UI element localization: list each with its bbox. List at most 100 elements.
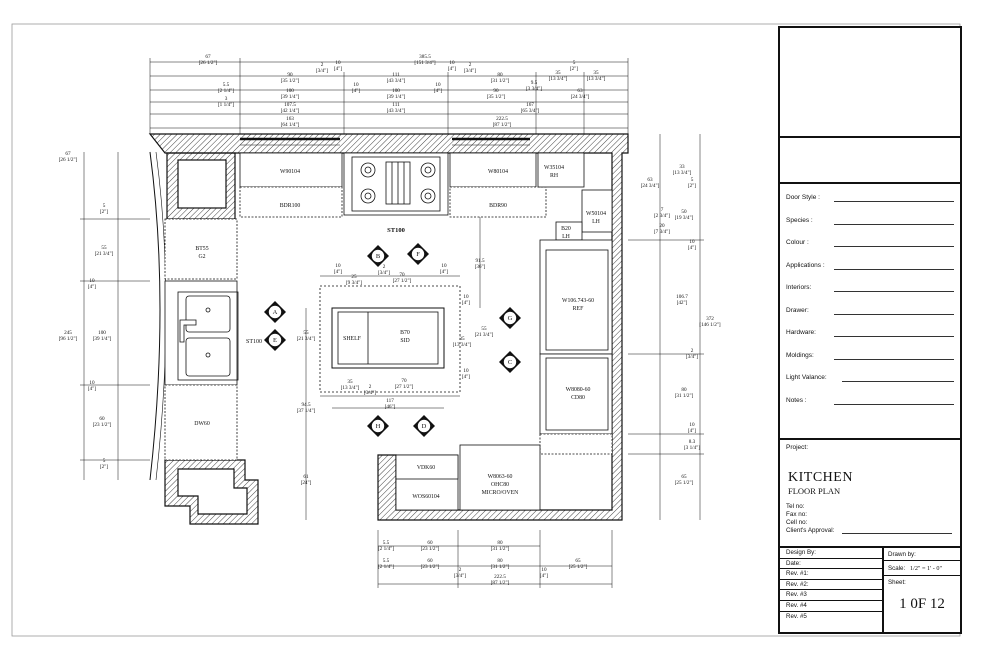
dim: [21 3/4"] [95, 251, 114, 257]
view-marker-label: D [422, 423, 427, 430]
field-species: Species : [784, 209, 956, 232]
scale-value: 1/2" = 1' - 0" [910, 565, 942, 572]
dim: 25 [351, 274, 357, 280]
dim: [2"] [100, 464, 108, 470]
dim: 10 [689, 239, 695, 245]
field-label: Colour : [786, 239, 809, 246]
dim: 3 [225, 96, 228, 102]
view-marker-h: H [367, 415, 389, 437]
dim: [23 1/2"] [421, 564, 440, 570]
dim: [27 1/2"] [395, 384, 414, 390]
dim: 10 [463, 368, 469, 374]
field-hardware: Hardware: [784, 321, 956, 344]
dim: [3/4"] [316, 68, 328, 74]
title-block: Door Style : Species : Colour : Applicat… [778, 26, 962, 634]
field-label: Interiors: [786, 284, 812, 291]
drawing-title: KITCHEN [788, 470, 853, 485]
dim: 10 [441, 263, 447, 269]
dim: [151 3/4"] [414, 60, 436, 66]
project-label: Project: [786, 444, 809, 451]
spec-fields: Door Style : Species : Colour : Applicat… [784, 186, 956, 411]
sheet-column: Drawn by: Scale: 1/2" = 1' - 0" Sheet: 1… [884, 548, 960, 634]
dim: [87 1/2"] [491, 580, 510, 586]
dim: 10 [335, 60, 341, 66]
dim: 111 [392, 102, 400, 108]
label-w106: W106.743-60 [562, 298, 594, 304]
dim: [4"] [334, 269, 342, 275]
dim: [31 1/2"] [675, 393, 694, 399]
dim: [13 3/4"] [453, 342, 472, 348]
view-marker-e: E [264, 329, 286, 351]
label-sid: SID [400, 338, 409, 344]
dim: 60 [427, 540, 433, 546]
label-bt55: BT55 [195, 246, 208, 252]
label-st100-side: ST100 [246, 339, 262, 345]
dim: 100 [98, 330, 106, 336]
dim: [26 1/2"] [59, 157, 78, 163]
dim: 7 [661, 207, 664, 213]
view-marker-label: A [273, 309, 278, 316]
dim: [3 3/4"] [526, 86, 542, 92]
revision-column: Design By: Date: Rev. #1: Rev. #2: Rev. … [780, 548, 884, 634]
dim: 100 [392, 88, 400, 94]
dim: 100 [286, 88, 294, 94]
dim: [2 1/4"] [218, 88, 234, 94]
dim: 35 [593, 70, 599, 76]
dim: 80 [497, 558, 503, 564]
dim: 222.5 [496, 116, 508, 122]
view-marker-label: E [273, 337, 277, 344]
dim: 10 [449, 60, 455, 66]
label-w50104: W50104 [586, 211, 606, 217]
logo-box [780, 28, 960, 138]
dim: 61 [303, 474, 309, 480]
dim: 5 [103, 203, 106, 209]
dim: [4"] [688, 245, 696, 251]
field-label: Light Valance: [786, 374, 827, 381]
approval-label: Client's Approval: [786, 527, 835, 534]
dim: 167 [526, 102, 534, 108]
drawn-by-label: Drawn by: [888, 551, 916, 558]
dim: 163 [286, 116, 294, 122]
view-marker-g: G [499, 307, 521, 329]
dim: 2 [459, 567, 462, 573]
dim: 2 [383, 264, 386, 270]
dim: [21 3/4"] [297, 336, 316, 342]
dim: [36"] [475, 264, 486, 270]
dim: [3 1/4"] [684, 445, 700, 451]
dim: [9 3/4"] [346, 280, 362, 286]
dim: [39 1/4"] [387, 94, 406, 100]
company-box [780, 138, 960, 184]
dim: 111 [392, 72, 400, 78]
dim: [2 1/4"] [378, 564, 394, 570]
label-wos60104: WOS60104 [412, 494, 439, 500]
dim: 8.3 [689, 439, 696, 445]
view-marker-label: G [508, 315, 513, 322]
label-lh: LH [592, 219, 601, 225]
field-drawer: Drawer: [784, 299, 956, 322]
dimension-lines [80, 58, 704, 588]
dim: [1 1/4"] [218, 102, 234, 108]
dim: 10 [89, 278, 95, 284]
dim: 10 [353, 82, 359, 88]
dim: [2"] [100, 209, 108, 215]
walls [148, 133, 629, 525]
dim: [42 1/4"] [281, 108, 300, 114]
dim: [25 1/2"] [569, 564, 588, 570]
dim: 67 [205, 54, 211, 60]
field-label: Moldings: [786, 351, 814, 359]
dim: 70 [399, 272, 405, 278]
field-interiors: Interiors: [784, 276, 956, 299]
dim: [3/4"] [454, 573, 466, 579]
dim: [43 3/4"] [387, 108, 406, 114]
drawing-subtitle: FLOOR PLAN [788, 486, 841, 496]
dim: 9.5 [531, 80, 538, 86]
dim: 65 [681, 474, 687, 480]
dim: [2"] [688, 183, 696, 189]
dim: 2 [691, 348, 694, 354]
dim: [4"] [88, 386, 96, 392]
dim: [96 1/2"] [59, 336, 78, 342]
label-bdr100: BDR100 [280, 203, 301, 209]
view-marker-label: H [376, 423, 381, 430]
